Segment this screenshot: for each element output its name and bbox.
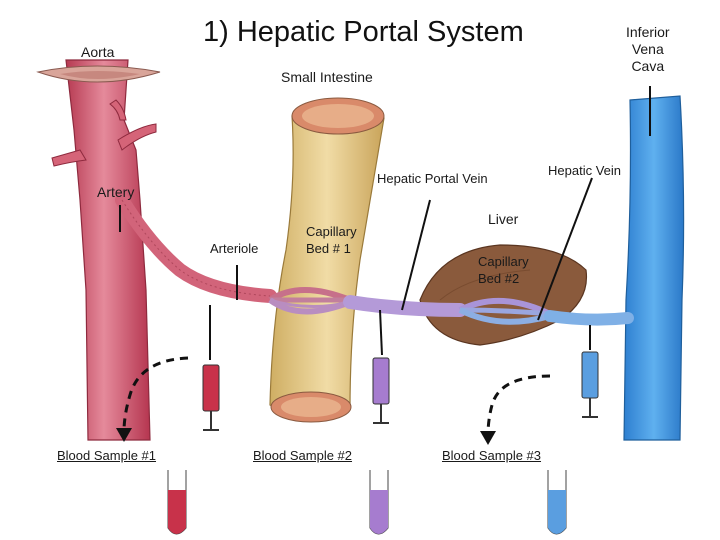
syringe-3 xyxy=(581,351,599,418)
label-ivc-line-2: Vena xyxy=(631,41,664,57)
label-cap1-line-1: Capillary xyxy=(306,224,357,239)
label-hepatic-portal-vein: Hepatic Portal Vein xyxy=(377,171,488,186)
sample-arrows xyxy=(122,356,551,436)
test-tube-1 xyxy=(167,470,187,535)
label-cap2-line-1: Capillary xyxy=(478,254,529,269)
label-blood-sample-3: Blood Sample #3 xyxy=(442,448,542,463)
syringe-1 xyxy=(202,364,220,431)
label-hepatic-vein: Hepatic Vein xyxy=(548,163,621,178)
syringe-2 xyxy=(372,357,390,424)
label-blood-sample-1: Blood Sample #1 xyxy=(57,448,157,463)
label-blood-sample-2: Blood Sample #2 xyxy=(253,448,353,463)
label-artery: Artery xyxy=(97,184,135,200)
capillary-bed-1 xyxy=(268,287,352,315)
label-arteriole: Arteriole xyxy=(210,241,259,256)
test-tube-2 xyxy=(369,470,389,535)
arrow-heads xyxy=(116,428,496,445)
label-inferior-vena-cava: Inferior Vena Cava xyxy=(626,24,670,75)
aorta-vessel xyxy=(36,59,161,441)
inferior-vena-cava-vessel xyxy=(623,95,685,441)
label-pointer-lines xyxy=(119,86,651,360)
label-cap1-line-2: Bed # 1 xyxy=(306,241,351,256)
label-ivc-line-1: Inferior xyxy=(626,24,670,40)
label-ivc-line-3: Cava xyxy=(631,58,665,74)
label-liver: Liver xyxy=(488,211,519,227)
hepatic-portal-vein xyxy=(343,295,467,317)
label-capillary-bed-2: Capillary Bed #2 xyxy=(478,253,529,287)
hepatic-vein-vessel xyxy=(544,310,634,326)
test-tube-3 xyxy=(547,470,567,535)
label-small-intestine: Small Intestine xyxy=(281,69,373,85)
page-title: 1) Hepatic Portal System xyxy=(203,16,524,48)
small-intestine-organ xyxy=(269,97,385,423)
label-cap2-line-2: Bed #2 xyxy=(478,271,520,286)
label-aorta: Aorta xyxy=(81,44,115,60)
label-capillary-bed-1: Capillary Bed # 1 xyxy=(306,223,357,257)
